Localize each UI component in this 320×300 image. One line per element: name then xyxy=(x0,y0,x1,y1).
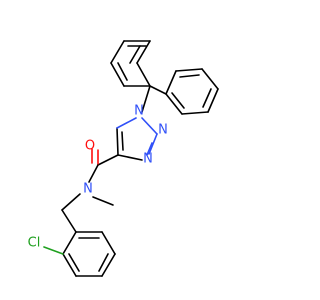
oxygen-label: O xyxy=(85,139,95,154)
molecule-diagram: O N N N N Cl xyxy=(28,40,219,277)
carboxamide xyxy=(61,148,119,211)
chlorophenyl-ring xyxy=(43,209,116,277)
structure-svg: O N N N N Cl xyxy=(28,40,219,277)
triazole-nitrogen-3-label: N xyxy=(143,152,153,167)
chlorine-label: Cl xyxy=(28,236,41,251)
amide-nitrogen-label: N xyxy=(83,182,93,197)
phenyl-ring-right xyxy=(165,68,219,115)
triazole-ring xyxy=(116,117,158,161)
triazole-nitrogen-1-label: N xyxy=(134,104,144,119)
phenyl-ring-left xyxy=(110,40,151,87)
benzhydryl-bonds xyxy=(141,85,167,113)
triazole-nitrogen-2-label: N xyxy=(158,123,168,138)
